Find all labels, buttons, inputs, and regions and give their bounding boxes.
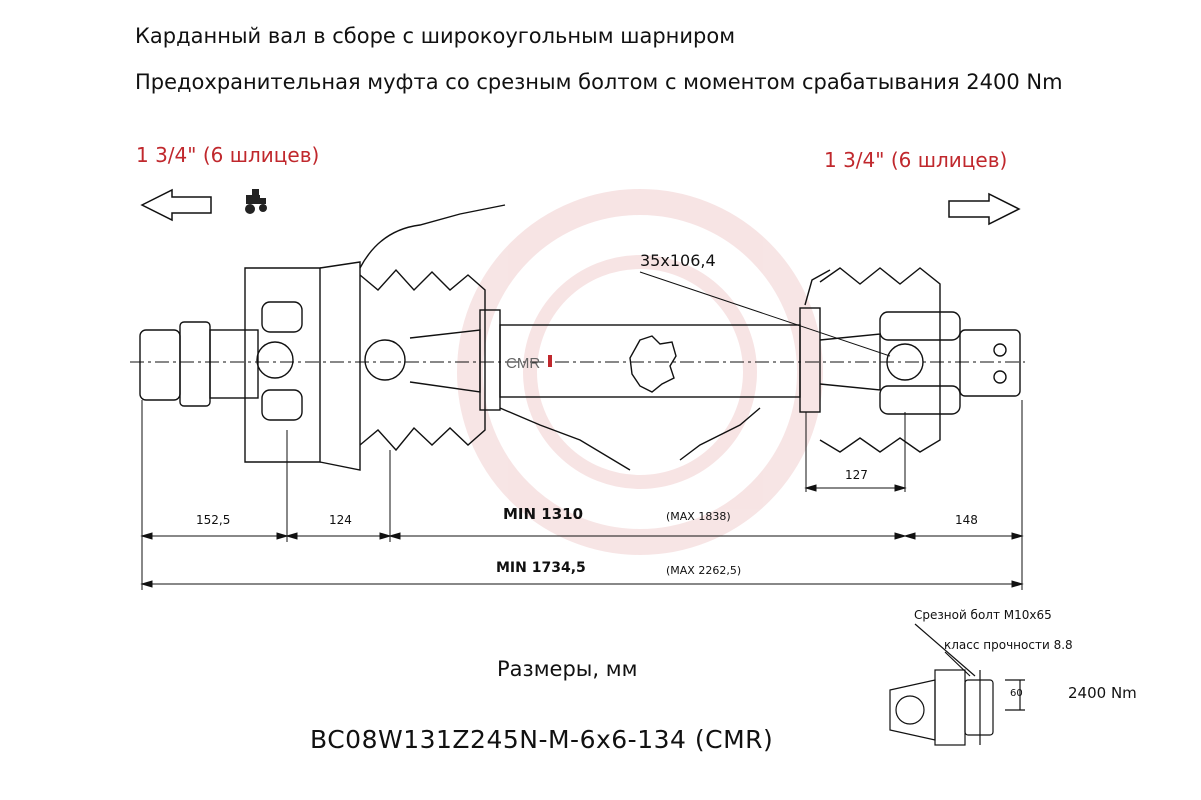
spline-left-label: 1 3/4" (6 шлицев) xyxy=(136,143,320,167)
dim-min-1734-5: MIN 1734,5 xyxy=(496,560,586,576)
dim-152-5: 152,5 xyxy=(196,513,231,527)
title-line-2: Предохранительная муфта со срезным болто… xyxy=(135,70,1063,94)
model-code: BC08W131Z245N-M-6x6-134 (CMR) xyxy=(310,725,774,754)
tube-leader xyxy=(639,271,891,357)
safety-chain-right xyxy=(499,407,631,471)
left-yoke xyxy=(139,329,181,401)
dim-max-1838: (MAX 1838) xyxy=(666,510,731,523)
watermark xyxy=(457,189,823,555)
dim-60: 60 xyxy=(1010,688,1023,699)
dim-min-1310: MIN 1310 xyxy=(503,505,584,523)
safety-chain-left xyxy=(359,204,506,269)
tube-size-label: 35x106,4 xyxy=(640,251,716,270)
spline-right-label: 1 3/4" (6 шлицев) xyxy=(824,148,1008,172)
tractor-icon xyxy=(245,189,267,214)
arrow-left-icon xyxy=(140,188,212,222)
torque-label: 2400 Nm xyxy=(1068,684,1137,702)
logo: CMR xyxy=(506,355,540,372)
bolt-class-label: класс прочности 8.8 xyxy=(944,638,1073,652)
shear-bolt-clutch xyxy=(959,329,1021,397)
dim-127: 127 xyxy=(845,468,868,482)
arrow-right-icon xyxy=(948,192,1021,226)
sizes-caption: Размеры, мм xyxy=(497,657,638,681)
shear-bolt-detail xyxy=(889,623,1025,746)
left-joint xyxy=(256,341,294,379)
left-guard xyxy=(244,267,321,463)
left-bellows xyxy=(359,268,486,452)
title-line-1: Карданный вал в сборе с широкоугольным ш… xyxy=(135,24,736,48)
dim-124: 124 xyxy=(329,513,352,527)
dim-max-2262-5: (MAX 2262,5) xyxy=(666,564,742,577)
shear-bolt-label: Срезной болт M10x65 xyxy=(914,608,1052,622)
dim-148: 148 xyxy=(955,513,978,527)
